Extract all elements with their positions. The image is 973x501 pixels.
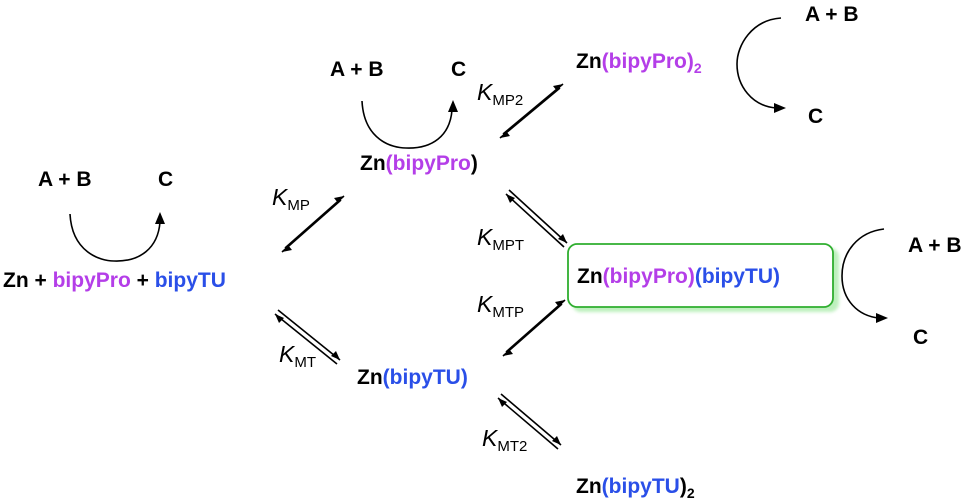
equilibrium-MT: KMT: [274, 309, 341, 371]
curved-arrow-icon: [361, 100, 453, 149]
equilibrium-label-MPT: KMPT: [477, 224, 524, 254]
equilibrium-label-MTP: KMTP: [477, 291, 524, 321]
curved-arrow-icon: [69, 213, 161, 262]
reactants-label: A + B: [908, 234, 961, 257]
equilibrium-MPT: KMPT: [477, 189, 568, 254]
equilibrium-label-MT2: KMT2: [482, 425, 527, 455]
equilibrium-MP: KMP: [272, 184, 345, 253]
species-zn-bipytu-2: Zn(bipyTU)2: [576, 475, 695, 501]
reactants-label: A + B: [805, 3, 858, 26]
species-zn-bipypro-2: Zn(bipyPro)2: [576, 50, 702, 76]
catalytic-cycle-zn-bipypro-bipytu: A + B C: [841, 228, 961, 349]
equilibrium-MT2: KMT2: [482, 393, 562, 455]
product-label: C: [451, 58, 466, 81]
curved-arrow-icon: [841, 228, 885, 319]
equilibrium-label-MT: KMT: [279, 341, 316, 371]
curved-arrow-icon: [736, 17, 782, 109]
arrowhead-icon: [155, 212, 165, 224]
arrowhead-icon: [876, 313, 888, 323]
arrowhead-icon: [774, 103, 786, 113]
reactants-label: A + B: [330, 58, 383, 81]
product-label: C: [913, 326, 928, 349]
species-zn-bipypro: Zn(bipyPro): [360, 152, 478, 175]
equilibrium-label-MP: KMP: [272, 184, 310, 214]
equilibrium-MTP: KMTP: [477, 291, 566, 357]
product-label: C: [808, 105, 823, 128]
highlight-box: [567, 243, 834, 308]
reactants-label: A + B: [38, 168, 91, 191]
catalytic-cycle-zn-bipypro: A + B C: [330, 58, 466, 149]
product-label: C: [158, 168, 173, 191]
arrowhead-icon: [448, 100, 458, 112]
equilibrium-MP2: KMP2: [477, 79, 564, 139]
highlighted-complex: Zn(bipyPro)(bipyTU): [567, 243, 839, 312]
equilibrium-label-MP2: KMP2: [477, 79, 523, 109]
species-zn-bipypro-bipytu: Zn(bipyPro)(bipyTU): [577, 265, 780, 288]
species-free-components: Zn + bipyPro + bipyTU: [3, 269, 226, 292]
catalytic-cycle-zn-bipypro-2: A + B C: [736, 3, 858, 128]
species-zn-bipytu: Zn(bipyTU): [357, 366, 468, 389]
catalytic-cycle-free: A + B C: [38, 168, 173, 262]
